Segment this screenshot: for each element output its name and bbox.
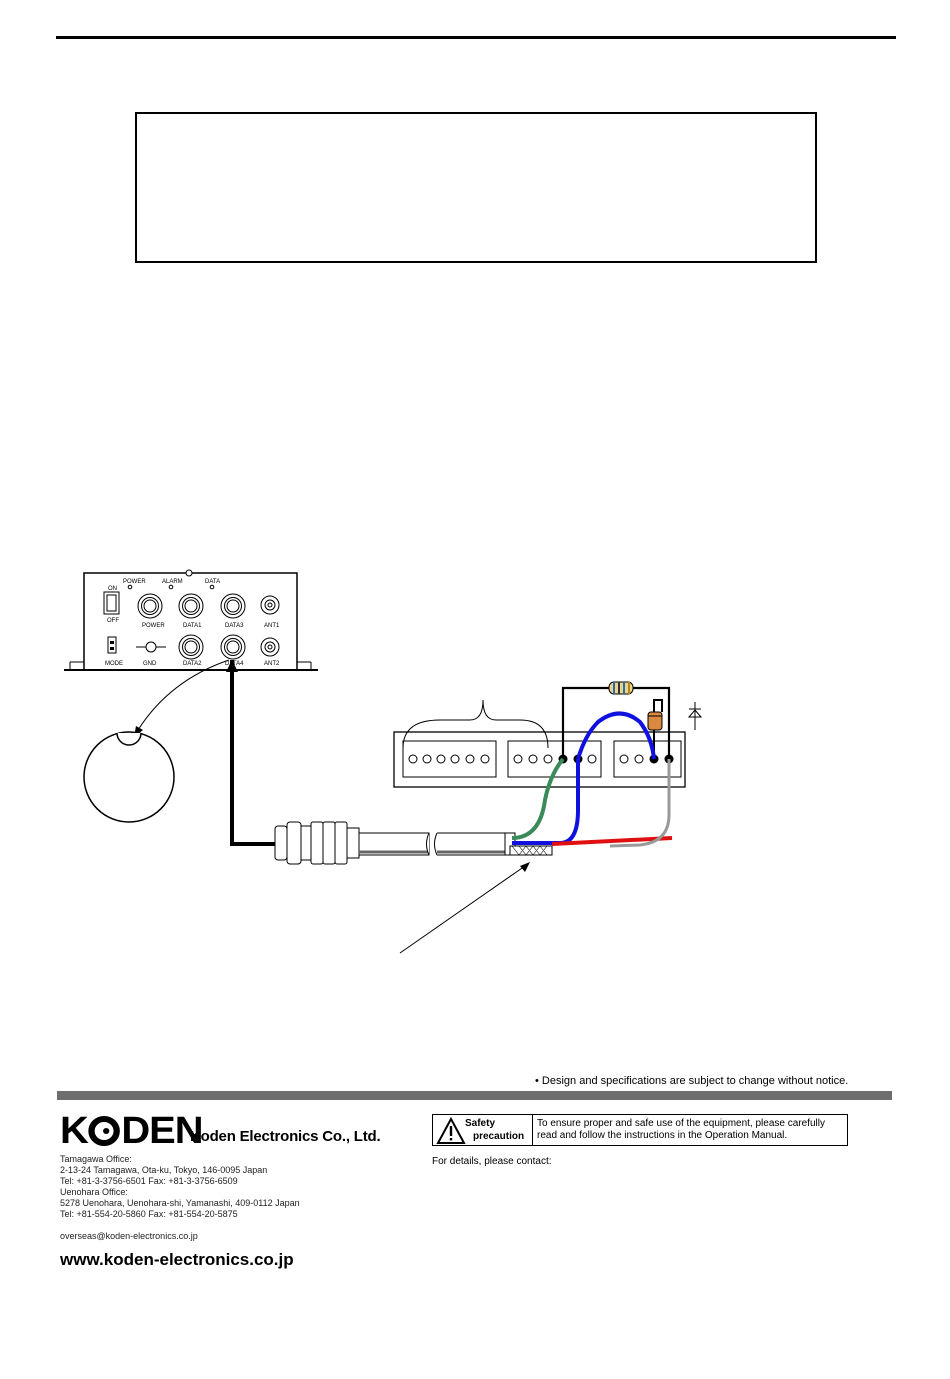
- address-line: Tel: +81-3-3756-6501 Fax: +81-3-3756-650…: [60, 1176, 238, 1186]
- precaution-title: precaution: [473, 1131, 525, 1142]
- wiring-diagram: ON OFF POWER ALARM DATA POWER DATA1 DATA…: [64, 569, 703, 954]
- contact-label: For details, please contact:: [432, 1156, 552, 1167]
- company-name: Koden Electronics Co., Ltd.: [190, 1128, 381, 1145]
- safety-message-line: To ensure proper and safe use of the equ…: [537, 1118, 825, 1129]
- gray-wire: [609, 759, 671, 848]
- footer-band: [57, 1091, 892, 1100]
- website-link[interactable]: www.koden-electronics.co.jp: [60, 1250, 294, 1269]
- blue-wire-upper: [576, 711, 656, 760]
- top-rule: [56, 36, 896, 39]
- data4-port-label: DATA4: [225, 661, 244, 667]
- gnd-label: GND: [143, 661, 157, 667]
- data1-port-label: DATA1: [183, 623, 202, 629]
- safety-precaution-box: Safety precaution To ensure proper and s…: [432, 1114, 848, 1146]
- address-line: 2-13-24 Tamagawa, Ota-ku, Tokyo, 146-009…: [60, 1165, 268, 1175]
- ant1-port-label: ANT1: [264, 623, 280, 629]
- mode-switch: [107, 636, 117, 654]
- cable-plug: [274, 821, 516, 865]
- data2-port-label: DATA2: [183, 661, 202, 667]
- cable-shield: [509, 845, 553, 856]
- address-line: Tel: +81-554-20-5860 Fax: +81-554-20-587…: [60, 1209, 238, 1219]
- address-line: Uenohara Office:: [60, 1187, 128, 1197]
- capacitor: [647, 711, 663, 731]
- ant2-port-label: ANT2: [264, 661, 280, 667]
- connector-face-detail: [83, 731, 175, 823]
- power-led-label: POWER: [123, 579, 146, 585]
- address-line: 5278 Uenohara, Uenohara-shi, Yamanashi, …: [60, 1198, 300, 1208]
- alarm-led-label: ALARM: [162, 579, 183, 585]
- disclaimer-notice: • Design and specifications are subject …: [535, 1075, 849, 1087]
- signal-cable: [230, 660, 280, 846]
- off-label: OFF: [107, 618, 119, 624]
- safety-title: Safety: [465, 1118, 496, 1129]
- on-label: ON: [108, 586, 117, 592]
- diode-symbol: [687, 702, 703, 730]
- red-wire: [551, 836, 673, 846]
- power-port-label: POWER: [142, 623, 165, 629]
- terminal-block: [393, 699, 686, 788]
- note-box: [135, 112, 817, 263]
- warning-triangle-icon: [436, 1116, 466, 1144]
- junction-box-device: ON OFF POWER ALARM DATA POWER DATA1 DATA…: [64, 569, 318, 671]
- safety-message-line: read and follow the instructions in the …: [537, 1130, 788, 1141]
- email-address[interactable]: overseas@koden-electronics.co.jp: [60, 1231, 198, 1241]
- data-led-label: DATA: [205, 579, 220, 585]
- green-wire: [511, 757, 565, 840]
- address-line: Tamagawa Office:: [60, 1154, 132, 1164]
- data3-port-label: DATA3: [225, 623, 244, 629]
- mode-label: MODE: [105, 661, 123, 667]
